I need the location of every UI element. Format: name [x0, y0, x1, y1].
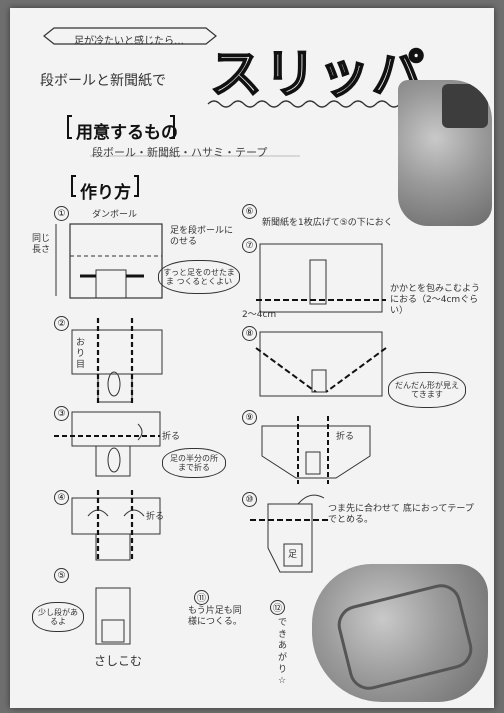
instruction-sheet: 足が冷たいと感じたら… 段ボールと新聞紙で スリッパ 用意するもの 段ボール・新… [10, 8, 494, 708]
step8-fold-right [325, 347, 387, 393]
step5-number: ⑤ [54, 568, 69, 583]
slipper-photo-top [398, 80, 492, 226]
step4-arrow-right [123, 509, 145, 517]
step10-number: ⑩ [242, 492, 257, 507]
bracket-left-howto [71, 175, 76, 197]
photo-slipper-outline [333, 580, 477, 694]
step7-newspaper [259, 243, 383, 313]
howto-heading: 作り方 [80, 183, 131, 203]
step2-heel [97, 373, 133, 403]
step9-number: ⑨ [242, 410, 257, 425]
bracket-right-howto [134, 175, 139, 197]
step8-fold-left [255, 347, 317, 393]
step3-note: 折る [162, 432, 181, 442]
step1-side-label: 同じ長さ [32, 234, 51, 255]
step7-number: ⑦ [242, 238, 257, 253]
materials-heading: 用意するもの [76, 123, 178, 143]
title-wave [207, 100, 413, 108]
step8-newspaper [259, 331, 383, 397]
step3-foot [107, 447, 121, 473]
step4-number: ④ [54, 490, 69, 505]
decorations-layer [43, 27, 413, 645]
step1-number: ① [54, 206, 69, 221]
bracket-left-materials [67, 115, 72, 139]
step8-number: ⑧ [242, 326, 257, 341]
step8-slipper [311, 369, 327, 393]
step3-number: ③ [54, 406, 69, 421]
step3-arrow [137, 423, 143, 441]
banner-text: 足が冷たいと感じたら… [74, 35, 184, 47]
step2-foot [107, 371, 121, 397]
step7-side-label: 2～4cm [242, 310, 277, 320]
step10-foot-box [283, 543, 303, 567]
step9-note: 折る [336, 432, 355, 442]
bracket-right-materials [170, 115, 175, 139]
step5-folded [95, 587, 131, 645]
step7-note: かかとを包みこむようにおる（2～4cmぐらい） [390, 284, 481, 316]
step10-arrow [297, 494, 325, 505]
step10-foot-label: 足 [288, 550, 298, 560]
step2-number: ② [54, 316, 69, 331]
step2-fold-label: おり目 [76, 338, 86, 370]
step4-arrow-left [87, 509, 109, 517]
step11-number: ⑪ [194, 590, 209, 605]
step10-text: つま先に合わせて 底におってテープでとめる。 [328, 504, 474, 525]
page-title: スリッパ [209, 44, 427, 106]
banner-ribbon [43, 27, 217, 45]
step10-shape [267, 503, 313, 573]
photo-foot-shadow [442, 84, 488, 128]
step12-text: できあがり☆ [278, 618, 288, 687]
slipper-photo-bottom [312, 564, 488, 702]
step9-slipper [305, 451, 321, 475]
step3-bubble: 足の半分の所まで折る [162, 448, 226, 478]
step4-heel [95, 533, 131, 561]
step1-note: 足を段ボールにのせる [170, 226, 234, 247]
step8-bubble: だんだん形が見えてきます [388, 372, 466, 408]
step1-label: ダンボール [92, 210, 138, 220]
step12-number: ⑫ [270, 600, 285, 615]
step1-cardboard [69, 223, 163, 299]
step6-number: ⑥ [242, 204, 257, 219]
step5-caption: さしこむ [94, 654, 143, 668]
step6-text: 新聞紙を1枚広げて⑤の下におく [262, 218, 393, 228]
step1-foot-area [95, 269, 127, 299]
step5-heel [101, 619, 125, 643]
step5-bubble: 少し段があるよ [32, 602, 84, 632]
step3-cardboard [71, 411, 161, 447]
step7-slipper [309, 259, 327, 305]
materials-list: 段ボール・新聞紙・ハサミ・テープ [92, 146, 268, 159]
step9-shape [261, 425, 371, 479]
step11-text: もう片足も同様につくる。 [188, 606, 242, 627]
subtitle: 段ボールと新聞紙で [40, 73, 166, 89]
step4-note: 折る [146, 512, 165, 522]
step1-bubble: すっと足をのせたまま つくるとくよい [158, 260, 240, 294]
step3-heel [95, 445, 131, 477]
